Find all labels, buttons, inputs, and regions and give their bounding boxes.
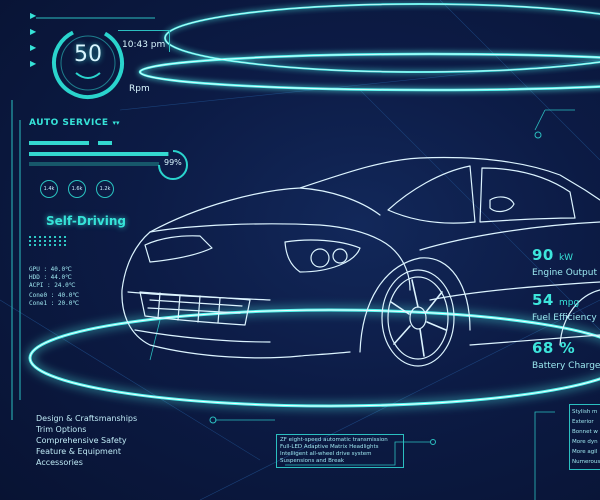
- service-progress-bar: [29, 152, 169, 156]
- progress-gauge-arc: [158, 150, 188, 180]
- spec-label: Fuel Efficiency: [532, 313, 597, 323]
- readout-line: HDD : 44.0℃: [29, 274, 72, 281]
- right-box-line: Bonnet w: [572, 429, 598, 435]
- temperature-readouts-2: Cone0 : 40.0℃ Cone1 : 20.0℃: [29, 292, 79, 308]
- mini-gauge: 1.6k: [68, 180, 86, 198]
- menu-item-trim[interactable]: Trim Options: [36, 425, 87, 434]
- readout-line: GPU : 40.0℃: [29, 266, 72, 273]
- menu-item-accessories[interactable]: Accessories: [36, 458, 83, 467]
- service-bar-1b: [98, 141, 112, 145]
- menu-item-equipment[interactable]: Feature & Equipment: [36, 447, 121, 456]
- arrow-right-icon: ▶: [30, 43, 37, 52]
- service-bar-1: [29, 141, 89, 145]
- right-box-line: Exterior: [572, 419, 594, 425]
- progress-label: 99%: [164, 158, 182, 167]
- menu-item-safety[interactable]: Comprehensive Safety: [36, 436, 127, 445]
- time-display: 10:43 pm: [122, 40, 166, 50]
- readout-line: Cone1 : 20.0℃: [29, 300, 80, 307]
- self-driving-label[interactable]: Self-Driving: [46, 214, 126, 228]
- service-bar-3: [29, 162, 159, 166]
- features-box: ZF eight-speed automatic transmission Fu…: [276, 434, 404, 468]
- speed-unit: Rpm: [129, 84, 150, 94]
- chevron-down-icon: ▾▾: [112, 119, 120, 127]
- arrow-right-icon: ▶: [30, 11, 37, 20]
- spec-value: 90: [532, 246, 554, 264]
- right-box-line: Stylish m: [572, 409, 598, 415]
- mini-gauge: 1.2k: [96, 180, 114, 198]
- feature-line: ZF eight-speed automatic transmission: [280, 437, 388, 443]
- mini-gauge: 1.4k: [40, 180, 58, 198]
- readout-line: ACPI : 24.0℃: [29, 282, 76, 289]
- spec-value: 68 %: [532, 339, 576, 357]
- feature-line: Full-LED Adaptive Matrix Headlights: [280, 444, 379, 450]
- spec-fuel: 54 mpg Fuel Efficiency: [532, 290, 597, 323]
- right-box-line: Numerous: [572, 459, 600, 465]
- spec-label: Battery Charge: [532, 361, 600, 371]
- progress-gauge: 99%: [154, 146, 192, 184]
- auto-service-label: AUTO SERVICE: [29, 118, 109, 128]
- spec-value: 54: [532, 291, 554, 309]
- feature-menu: Design & Craftsmanships Trim Options Com…: [36, 413, 137, 468]
- right-info-box: Stylish m Exterior Bonnet w More dyn Mor…: [569, 404, 600, 470]
- arrow-right-icon: ▶: [30, 59, 37, 68]
- mini-gauges: 1.4k 1.6k 1.2k: [40, 180, 114, 198]
- feature-line: Intelligent all-wheel drive system: [280, 451, 372, 457]
- speed-gauge: 50: [50, 25, 126, 101]
- spec-unit: mpg: [558, 298, 580, 308]
- spec-battery: 68 % Battery Charge: [532, 338, 600, 371]
- temperature-readouts-1: GPU : 40.0℃ HDD : 44.0℃ ACPI : 24.0℃: [29, 266, 75, 290]
- menu-item-design[interactable]: Design & Craftsmanships: [36, 414, 138, 423]
- auto-service-title[interactable]: AUTO SERVICE ▾▾: [29, 118, 120, 128]
- spec-label: Engine Output: [532, 268, 597, 278]
- readout-line: Cone0 : 40.0℃: [29, 292, 80, 299]
- spec-unit: kW: [558, 253, 574, 263]
- right-box-line: More agil: [572, 449, 598, 455]
- right-box-line: More dyn: [572, 439, 598, 445]
- service-progress-fill: [29, 152, 168, 156]
- time-box: 10:43 pm: [118, 30, 171, 52]
- arrow-markers: ▶ ▶ ▶ ▶: [30, 8, 36, 72]
- speed-gauge-ring: [52, 27, 124, 99]
- feature-line: Suspensions and Break: [280, 458, 345, 464]
- arrow-right-icon: ▶: [30, 27, 37, 36]
- spec-engine: 90 kW Engine Output: [532, 245, 597, 278]
- dot-grid-decoration: [29, 236, 67, 246]
- speed-value: 50: [74, 42, 102, 67]
